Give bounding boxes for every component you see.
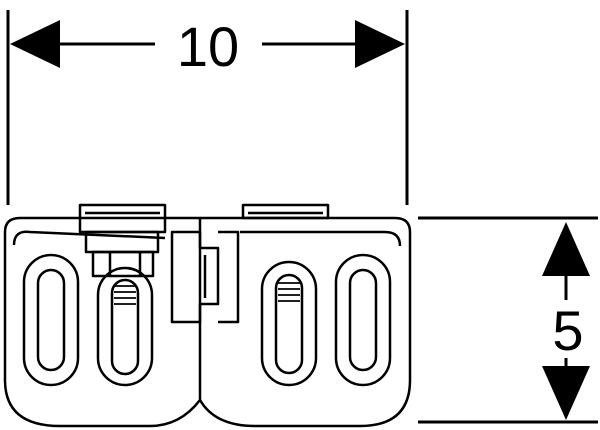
- height-dimension: [418, 216, 598, 424]
- contact-slot-2: [96, 266, 154, 387]
- width-dimension: [6, 10, 409, 205]
- width-dimension-label: 10: [177, 15, 239, 78]
- left-housing-inner-edge: [12, 230, 166, 246]
- screw-thread-left: [114, 285, 136, 305]
- right-top-tab: [241, 203, 330, 220]
- right-housing-inner-edge: [240, 230, 402, 247]
- height-arrow-top: [542, 222, 590, 276]
- contact-slot-1-inner: [36, 268, 66, 372]
- screw-neck: [91, 250, 155, 278]
- width-arrow-left: [10, 20, 60, 68]
- center-latch-right: [218, 230, 240, 324]
- contact-slot-3-inner: [274, 273, 304, 375]
- height-dimension-label: 5: [552, 299, 583, 362]
- center-latch: [170, 230, 220, 324]
- connector-body: [3, 203, 412, 428]
- left-housing-outline: [3, 216, 202, 428]
- height-arrow-bottom: [542, 366, 590, 420]
- contact-slot-1: [22, 253, 80, 387]
- contact-slot-3: [260, 260, 318, 387]
- screw-thread-right: [278, 282, 300, 302]
- width-arrow-right: [355, 20, 405, 68]
- contact-slot-4: [334, 253, 392, 387]
- contact-slot-4-inner: [348, 268, 378, 372]
- contact-slot-2-inner: [110, 278, 140, 376]
- right-housing-outline: [198, 216, 412, 428]
